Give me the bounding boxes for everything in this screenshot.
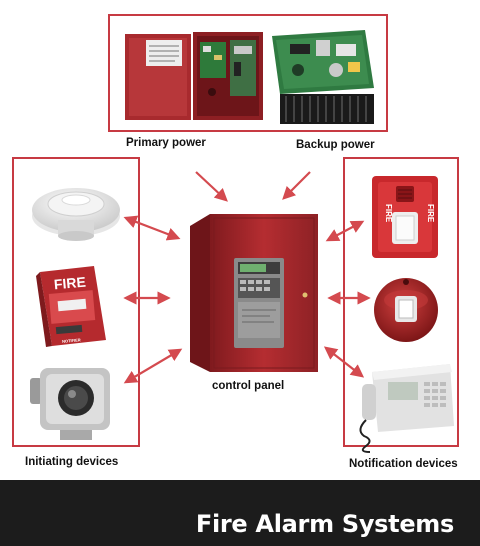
backup-power-board (272, 30, 374, 124)
backup-power-label: Backup power (296, 139, 375, 151)
arrow-primary-power (195, 171, 228, 202)
pull-station-brand-text: NOTIFIER (62, 337, 81, 344)
diagram-illustrations: FIRE NOTIFIER FIRE FIRE (30, 30, 454, 453)
horn-strobe (372, 176, 438, 258)
footer-title: Fire Alarm Systems (195, 510, 454, 538)
arrow-smoke-detector (123, 215, 181, 241)
control-panel-label: control panel (212, 380, 285, 392)
voice-evac-console (359, 364, 454, 453)
primary-power-label: Primary power (126, 137, 206, 149)
pull-station (36, 266, 106, 347)
flame-detector (30, 368, 110, 440)
fire-bell (374, 278, 438, 342)
arrow-backup-power (282, 171, 311, 200)
strobe-fire-text-left: FIRE (384, 204, 393, 223)
connection-arrows (123, 171, 371, 384)
notification-devices-label: Notification devices (349, 458, 458, 470)
strobe-fire-text-right: FIRE (426, 204, 435, 223)
power-sources-frame (108, 14, 388, 132)
smoke-detector (32, 188, 120, 241)
arrow-horn-strobe (325, 220, 365, 242)
footer-bar: Fire Alarm Systems (0, 480, 480, 546)
arrow-voice-console (323, 346, 365, 378)
initiating-devices-label: Initiating devices (25, 456, 119, 468)
arrow-flame-detector (123, 348, 183, 384)
pull-station-fire-text: FIRE (53, 274, 86, 293)
control-panel-cabinet (190, 214, 318, 372)
primary-power-cabinet (125, 32, 263, 120)
